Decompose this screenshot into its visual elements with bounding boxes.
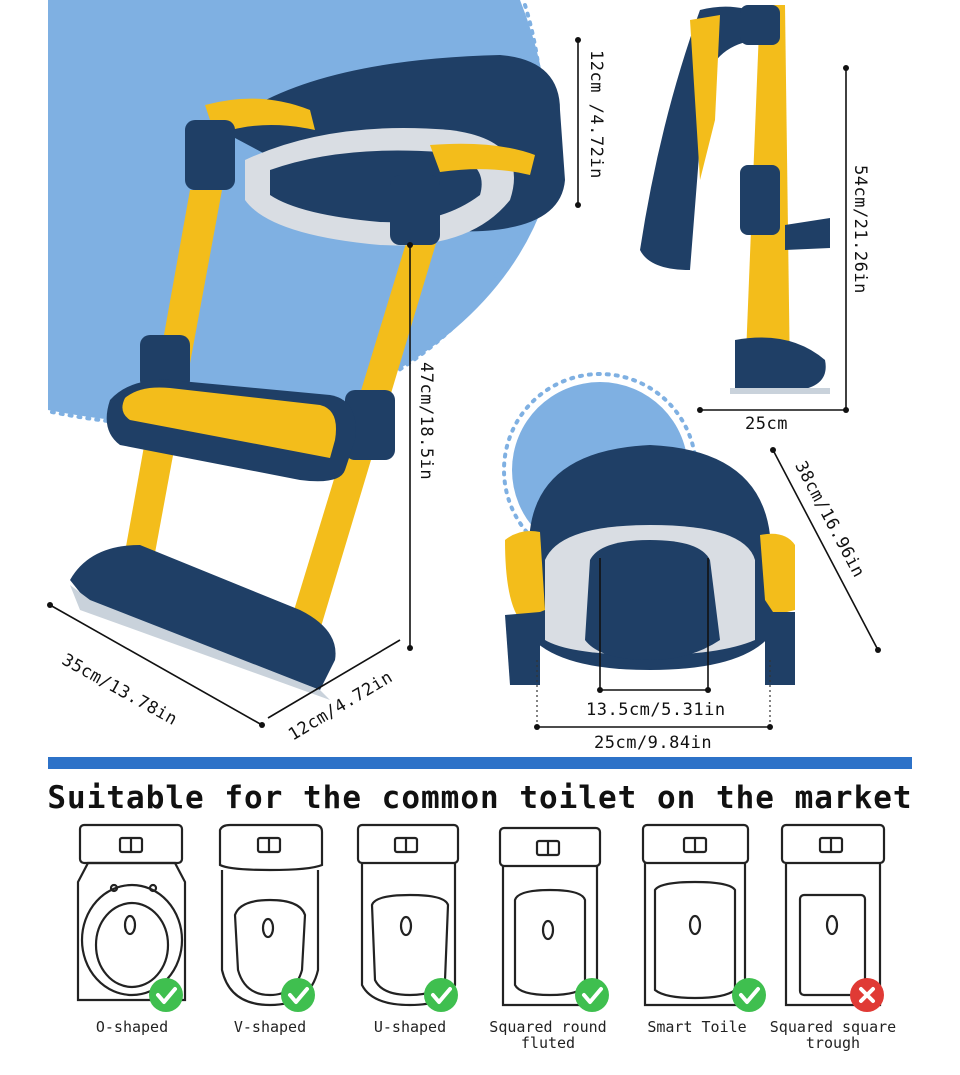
toilet-v-shaped — [218, 823, 324, 1007]
toilet-label-u-shaped: U-shaped — [373, 1018, 447, 1036]
seat-depth-label: 12cm /4.72in — [586, 50, 606, 179]
toilet-squared-square-trough — [780, 823, 886, 1007]
ladder-height-label: 47cm/18.5in — [416, 362, 436, 481]
section-divider — [48, 757, 912, 769]
toilet-o-shaped — [76, 823, 187, 1002]
toilet-label-smart: Smart Toile — [647, 1018, 747, 1036]
toilet-label-v-shaped: V-shaped — [233, 1018, 307, 1036]
toilet-label-squared-square-trough: Squared square trough — [769, 1018, 897, 1052]
toilet-label-squared-round-fluted: Squared round fluted — [489, 1018, 607, 1052]
check-icon — [149, 978, 183, 1012]
cross-icon — [850, 978, 884, 1012]
seat-opening-label: 13.5cm/5.31in — [586, 700, 726, 720]
seat-front-view — [502, 372, 795, 685]
toilet-squared-round-fluted — [498, 826, 602, 1007]
check-icon — [281, 978, 315, 1012]
toilet-u-shaped — [356, 823, 460, 1007]
compatibility-headline: Suitable for the common toilet on the ma… — [47, 780, 913, 816]
ladder-seat-main — [70, 55, 565, 700]
toilet-label-o-shaped: O-shaped — [95, 1018, 169, 1036]
folded-side-view — [640, 5, 830, 394]
check-icon — [732, 978, 766, 1012]
toilet-types-diagram — [76, 823, 886, 1012]
check-icon — [424, 978, 458, 1012]
folded-height-label: 54cm/21.26in — [850, 165, 870, 294]
seat-width-label: 25cm/9.84in — [594, 733, 713, 753]
toilet-smart — [641, 823, 750, 1007]
product-illustration — [47, 0, 881, 730]
check-icon — [575, 978, 609, 1012]
folded-base-label: 25cm — [745, 414, 788, 434]
